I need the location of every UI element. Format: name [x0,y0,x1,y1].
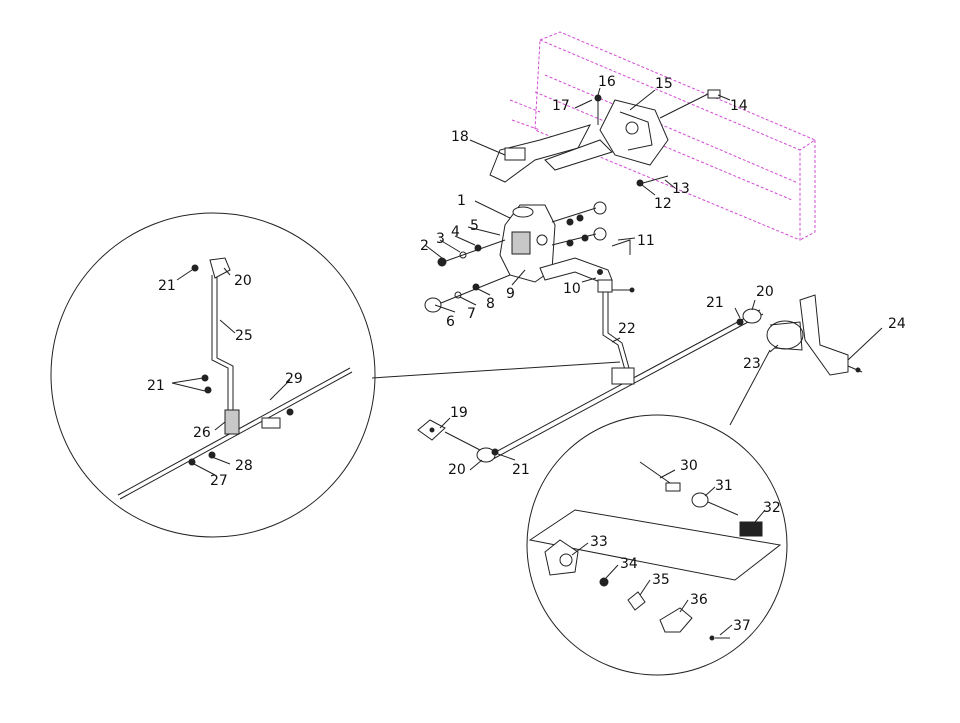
callout-31: 31 [715,478,733,494]
bracket-arm [544,139,613,171]
pivot-bracket-19 [417,419,481,451]
callout-6: 6 [446,314,455,330]
bracket-plate-18 [489,124,591,183]
callout-28: 28 [235,458,253,474]
bracket-23-24 [766,294,863,376]
callout-21-detail-mid: 21 [147,378,165,394]
callout-15: 15 [655,76,673,92]
callout-36: 36 [690,592,708,608]
callout-14: 14 [730,98,748,114]
callout-32: 32 [763,500,781,516]
bushing-20-21-upper [736,308,762,326]
lever-9-10 [539,257,635,293]
callout-34: 34 [620,556,638,572]
callout-20-lower: 20 [448,462,466,478]
fittings-right [551,201,607,247]
cross-shaft [489,309,764,460]
detail-circle-right [526,349,788,676]
valve-body-1 [499,204,556,283]
callout-16: 16 [598,74,616,90]
callout-23: 23 [743,356,761,372]
callout-7: 7 [467,306,476,322]
callout-13: 13 [672,181,690,197]
linkage-rod-22 [602,292,630,371]
callout-21-upper: 21 [706,295,724,311]
washers-2-8 [424,239,511,313]
frame-rail [509,31,817,241]
callout-8: 8 [486,296,495,312]
nut-12-13 [636,175,669,187]
leader-lines [171,87,883,636]
callout-19: 19 [450,405,468,421]
callout-21-detail-top: 21 [158,278,176,294]
mounting-bracket-15 [599,99,669,166]
callout-21-lower: 21 [512,462,530,478]
callout-3: 3 [436,231,445,247]
callout-2: 2 [420,238,429,254]
callout-9: 9 [506,286,515,302]
callout-4: 4 [451,224,460,240]
callout-20-upper: 20 [756,284,774,300]
callout-20-detail: 20 [234,273,252,289]
bushing-20-21-lower [476,447,499,463]
callout-26: 26 [193,425,211,441]
callout-33: 33 [590,534,608,550]
callout-24: 24 [888,316,906,332]
callout-29: 29 [285,371,303,387]
callout-labels: 1 2 3 4 5 6 7 8 9 10 11 12 13 14 15 16 1… [147,74,906,634]
callout-1: 1 [457,193,466,209]
pipe-11 [611,239,631,255]
callout-22: 22 [618,321,636,337]
callout-27: 27 [210,473,228,489]
callout-35: 35 [652,572,670,588]
callout-25: 25 [235,328,253,344]
callout-37: 37 [733,618,751,634]
callout-12: 12 [654,196,672,212]
callout-30: 30 [680,458,698,474]
detail-circle-left [50,212,621,538]
callout-17: 17 [552,98,570,114]
callout-10: 10 [563,281,581,297]
bolt-14 [659,89,721,119]
nut-16-17 [594,94,602,125]
callout-18: 18 [451,129,469,145]
callout-11: 11 [637,233,655,249]
callout-5: 5 [470,218,479,234]
